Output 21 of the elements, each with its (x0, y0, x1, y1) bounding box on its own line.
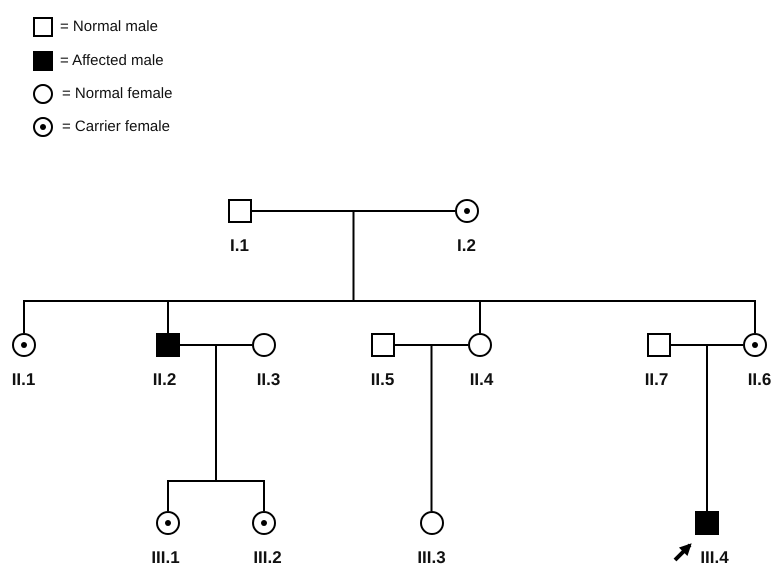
individual-label: I.1 (230, 236, 249, 256)
individual-label: III.4 (700, 548, 729, 568)
individual-label: II.3 (256, 370, 280, 390)
individual-label: II.2 (152, 370, 176, 390)
proband-arrow (674, 543, 692, 562)
legend-text: = Carrier female (62, 118, 170, 135)
legend-text: = Affected male (60, 52, 164, 69)
individual-label: III.3 (417, 548, 446, 568)
individual-label: II.6 (748, 370, 772, 390)
legend-text: = Normal female (62, 85, 172, 102)
individual-label: I.2 (457, 236, 476, 256)
mating-line (671, 344, 743, 346)
legend-text: = Normal male (60, 18, 158, 35)
mating-line (252, 210, 455, 212)
individual-label: II.4 (470, 370, 494, 390)
mating-line (180, 344, 252, 346)
individual-label: II.5 (370, 370, 394, 390)
individual-label: II.1 (12, 370, 36, 390)
individual-label: III.1 (151, 548, 180, 568)
individual-label: III.2 (253, 548, 282, 568)
individual-label: II.7 (644, 370, 668, 390)
